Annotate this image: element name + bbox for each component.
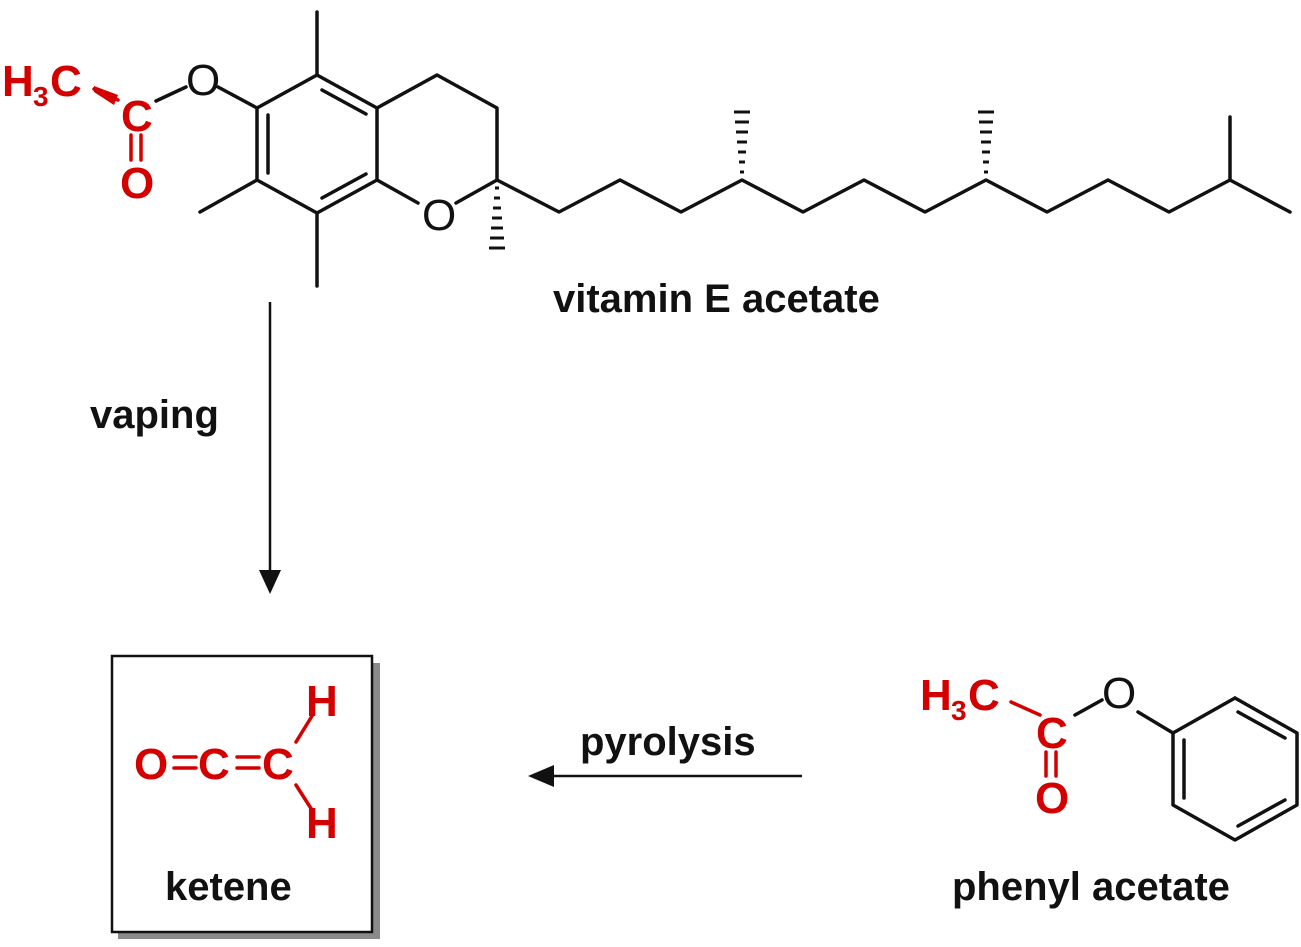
phenyl-double-bond bbox=[1236, 798, 1287, 828]
aromatic-ring bbox=[255, 73, 379, 215]
ring-o-bond bbox=[454, 178, 499, 205]
carbonyl-oxygen: O bbox=[1035, 774, 1069, 823]
methyl-subscript: 3 bbox=[951, 695, 967, 726]
ketene-carbon-1: C bbox=[198, 740, 230, 789]
stereo-hash-c2 bbox=[489, 186, 505, 250]
ring-o-bond bbox=[375, 178, 420, 205]
phenyl-acetyl-group bbox=[1009, 700, 1058, 778]
methyl-atom-c: C bbox=[50, 57, 82, 106]
aryl-o-bond bbox=[216, 85, 259, 110]
ketene-hydrogen-top: H bbox=[306, 677, 338, 726]
ester-c-o-bond bbox=[154, 85, 188, 103]
chromane-oxygen: O bbox=[422, 191, 456, 240]
phenyl-acetate-structure bbox=[1073, 696, 1299, 842]
ketene-c-h-bond bbox=[294, 783, 314, 812]
vaping-arrowhead bbox=[259, 570, 281, 594]
ester-oxygen: O bbox=[1102, 669, 1136, 718]
chromane-ring bbox=[375, 73, 499, 182]
methyl-atom-h: H bbox=[920, 671, 952, 720]
phenyl-acetate-label: phenyl acetate bbox=[952, 865, 1230, 909]
ketene-box bbox=[110, 654, 374, 934]
methyl-left bbox=[198, 178, 259, 214]
pyrolysis-arrowhead bbox=[528, 765, 554, 787]
phytyl-chain bbox=[495, 178, 1292, 214]
ketene-hydrogen-bottom: H bbox=[306, 799, 338, 848]
vitamin-e-acetate-structure bbox=[198, 10, 1292, 288]
ester-oxygen: O bbox=[186, 56, 220, 105]
ketene-structure bbox=[172, 714, 314, 812]
carbonyl-carbon: C bbox=[121, 92, 153, 141]
stereo-hash-c8 bbox=[978, 110, 994, 174]
ketene-label: ketene bbox=[165, 865, 292, 909]
phenyl-double-bond bbox=[1236, 710, 1287, 740]
ketene-carbon-2: C bbox=[262, 740, 294, 789]
ester-c-o-bond bbox=[1073, 698, 1104, 717]
methyl-atom-c: C bbox=[968, 671, 1000, 720]
acetyl-ch3-c-bond bbox=[1009, 700, 1042, 717]
pyrolysis-label: pyrolysis bbox=[580, 720, 756, 764]
carbonyl-carbon: C bbox=[1036, 709, 1068, 758]
vitamin-e-acetate-label: vitamin E acetate bbox=[553, 277, 880, 321]
ketene-oxygen: O bbox=[134, 740, 168, 789]
phenyl-ring bbox=[1171, 696, 1299, 842]
aromatic-double-bond bbox=[320, 88, 368, 116]
vaping-label: vaping bbox=[90, 393, 219, 437]
carbonyl-oxygen: O bbox=[120, 159, 154, 208]
methyl-subscript: 3 bbox=[33, 81, 49, 112]
methyl-atom-h: H bbox=[2, 57, 34, 106]
stereo-hash-c4 bbox=[734, 110, 750, 174]
ketene-c-h-bond bbox=[294, 714, 314, 744]
aromatic-double-bond bbox=[320, 172, 368, 200]
wedge-bond bbox=[94, 86, 118, 105]
phenyl-o-bond bbox=[1136, 710, 1175, 735]
